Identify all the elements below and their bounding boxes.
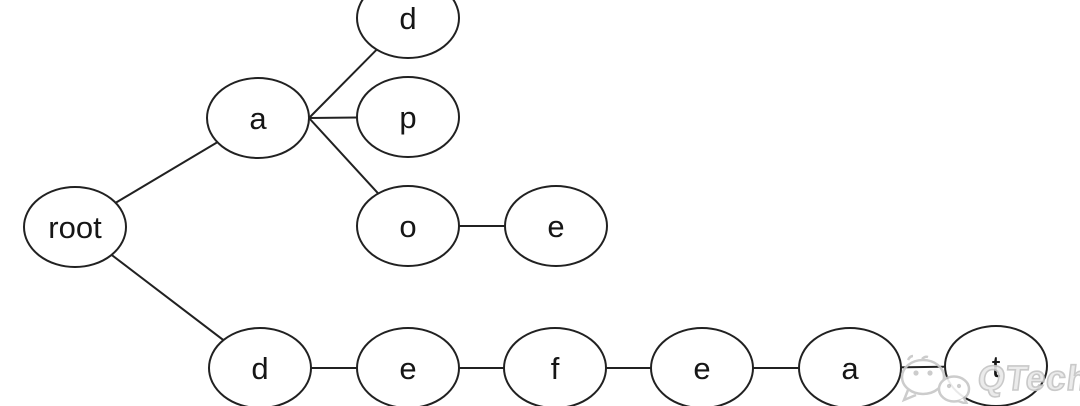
tree-node-e3: e xyxy=(650,327,754,406)
tree-node-ellipse xyxy=(23,186,127,268)
tree-node-label: root xyxy=(48,210,102,245)
tree-node-label: a xyxy=(841,351,859,386)
tree-node-ellipse xyxy=(650,327,754,406)
tree-node-label: a xyxy=(249,101,267,136)
tree-node-label: t xyxy=(992,349,1001,384)
tree-node-ellipse xyxy=(206,77,310,159)
tree-node-a2: a xyxy=(798,327,902,406)
tree-node-root: root xyxy=(23,186,127,268)
tree-node-p1: p xyxy=(356,76,460,158)
tree-node-a1: a xyxy=(206,77,310,159)
tree-node-label: o xyxy=(399,209,416,244)
tree-node-label: e xyxy=(547,209,564,244)
tree-node-d1: d xyxy=(356,0,460,59)
tree-node-f1: f xyxy=(503,327,607,406)
tree-node-label: e xyxy=(693,351,710,386)
tree-node-d2: d xyxy=(208,327,312,406)
tree-node-t1: t xyxy=(944,325,1048,406)
tree-node-ellipse xyxy=(356,185,460,267)
tree-node-e2: e xyxy=(356,327,460,406)
tree-node-ellipse xyxy=(356,0,460,59)
tree-node-label: d xyxy=(399,1,416,36)
tree-node-ellipse xyxy=(356,327,460,406)
tree-node-ellipse xyxy=(504,185,608,267)
tree-node-label: p xyxy=(399,100,416,135)
tree-node-ellipse xyxy=(356,76,460,158)
tree-node-ellipse xyxy=(503,327,607,406)
tree-node-label: e xyxy=(399,351,416,386)
tree-node-label: d xyxy=(251,351,268,386)
tree-node-label: f xyxy=(551,351,560,386)
tree-node-o1: o xyxy=(356,185,460,267)
tree-node-ellipse xyxy=(208,327,312,406)
tree-node-e1: e xyxy=(504,185,608,267)
